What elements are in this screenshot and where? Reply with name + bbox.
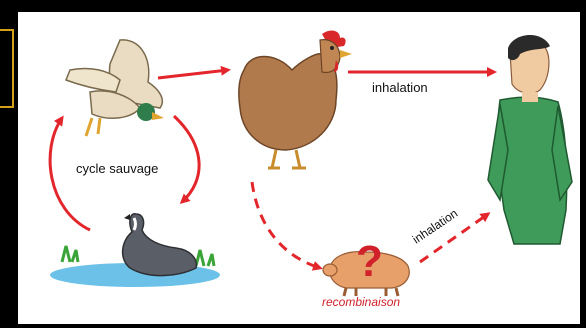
label-wild-cycle: cycle sauvage xyxy=(76,161,158,176)
label-recombination: recombinaison xyxy=(322,295,400,309)
label-inhalation-top: inhalation xyxy=(372,80,428,95)
question-mark: ? xyxy=(356,237,383,286)
